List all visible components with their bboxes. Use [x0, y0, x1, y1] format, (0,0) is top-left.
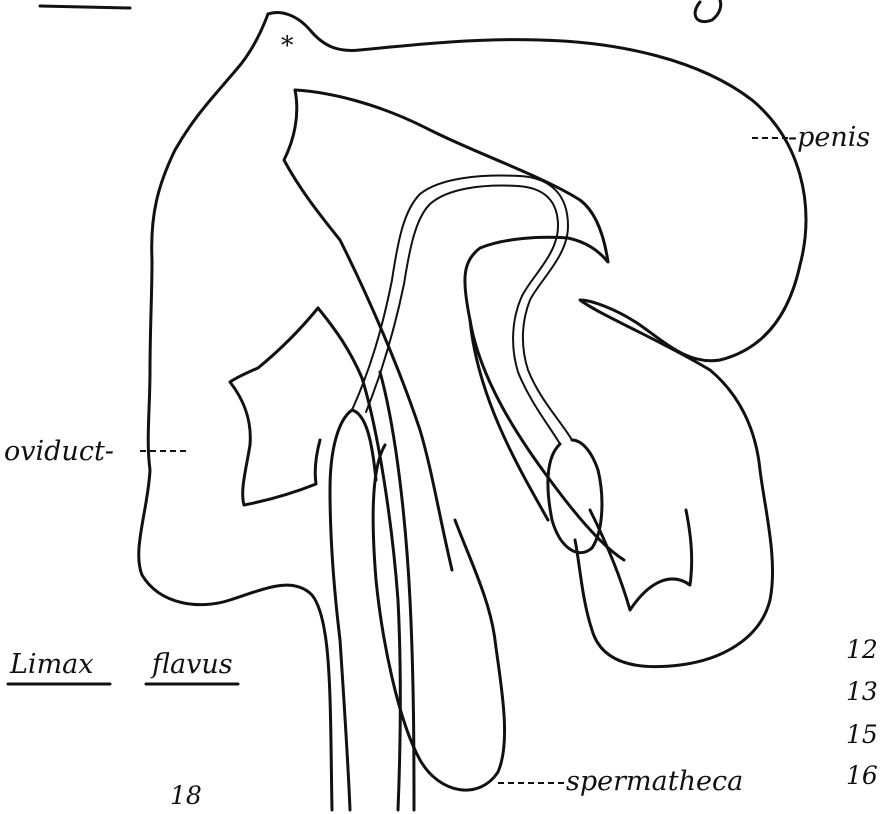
- species-genus: Limax: [9, 649, 94, 680]
- penis-label: -penis: [788, 122, 870, 153]
- cropped-heading-stroke: [40, 6, 130, 8]
- spermatheca-label: spermatheca: [566, 766, 743, 797]
- lower-right-flap: [590, 510, 692, 610]
- margin-number-4: 16: [846, 761, 878, 790]
- oviduct-flap-edge: [318, 308, 362, 378]
- figure-number: 18: [170, 781, 202, 810]
- loop-duct-inner: [366, 186, 560, 444]
- species-epithet: flavus: [150, 649, 233, 680]
- margin-number-1: 12: [846, 635, 878, 664]
- margin-number-3: 15: [846, 720, 878, 749]
- oviduct-flap: [230, 308, 320, 505]
- spermatheca-sac: [373, 445, 504, 790]
- inner-flap: [295, 90, 624, 560]
- organ-outline: [139, 14, 332, 810]
- spermatheca-duct-left: [340, 240, 452, 570]
- inner-flap-left: [284, 90, 340, 240]
- left-club-gland: [330, 410, 352, 810]
- loop-duct-outer: [352, 176, 572, 440]
- asterisk-mark: *: [281, 31, 294, 60]
- cropped-heading-glyph: [695, 0, 721, 22]
- penis-outline: [268, 13, 806, 667]
- margin-number-2: 13: [846, 677, 878, 706]
- oviduct-label: oviduct-: [4, 436, 114, 467]
